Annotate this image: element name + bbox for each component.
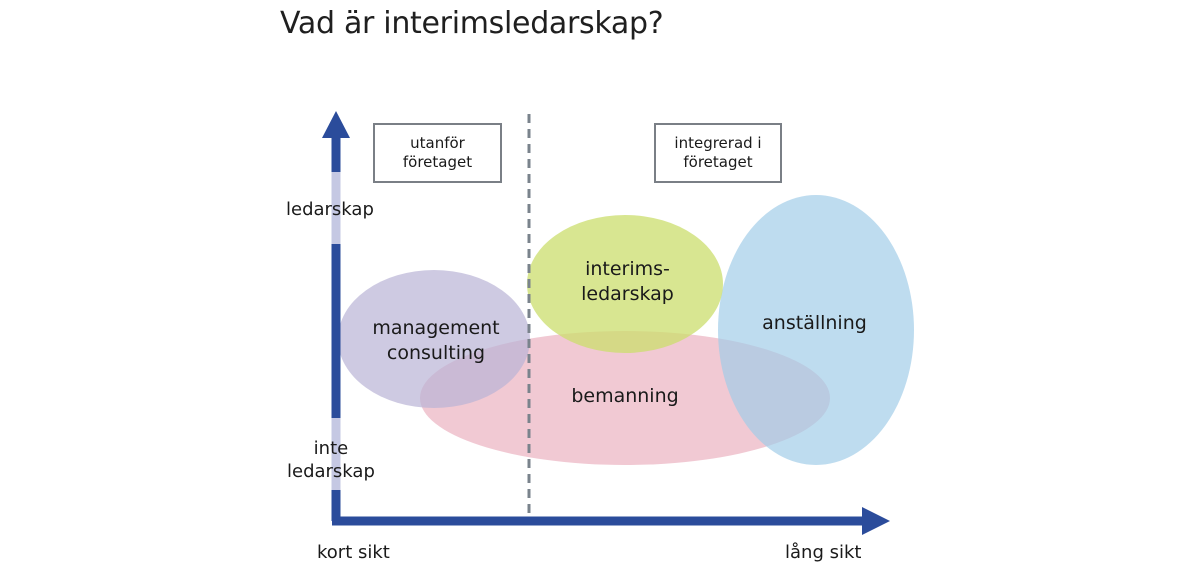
ellipse-label-management-consulting-line1: management (372, 317, 500, 339)
zone-box-integrerad-line1: integrerad i (674, 134, 762, 152)
y-axis-bottom-label-line1: inte (313, 438, 349, 459)
y-axis-bottom-label: inte ledarskap (287, 437, 375, 483)
zone-box-utanfor-line1: utanför (410, 134, 465, 152)
ellipse-label-management-consulting-line2: consulting (386, 342, 486, 364)
ellipse-label-interim-line2: ledarskap (581, 283, 674, 305)
zone-box-utanfor-line2: företaget (402, 153, 473, 171)
x-axis-left-label: kort sikt (317, 542, 390, 563)
x-axis-arrowhead (862, 507, 890, 535)
y-axis-top-label: ledarskap (286, 199, 374, 220)
ellipse-management-consulting (338, 270, 530, 408)
ellipse-label-interim: interims- ledarskap (560, 257, 695, 307)
ellipse-label-management-consulting: management consulting (356, 316, 516, 366)
ellipse-label-bemanning: bemanning (571, 385, 679, 407)
zone-box-integrerad-line2: företaget (683, 153, 753, 171)
ellipse-label-interim-line1: interims- (585, 258, 670, 280)
ellipse-anstallning (718, 195, 914, 465)
x-axis-right-label: lång sikt (785, 542, 862, 563)
page-title: Vad är interimsledarskap? (280, 6, 664, 41)
zone-box-utanfor: utanför företaget (373, 123, 502, 183)
ellipse-label-anstallning: anställning (762, 312, 867, 334)
y-axis-bottom-label-line2: ledarskap (287, 461, 375, 482)
y-axis-arrowhead (322, 111, 350, 138)
ellipse-interim (527, 215, 723, 353)
zone-box-integrerad: integrerad i företaget (654, 123, 782, 183)
